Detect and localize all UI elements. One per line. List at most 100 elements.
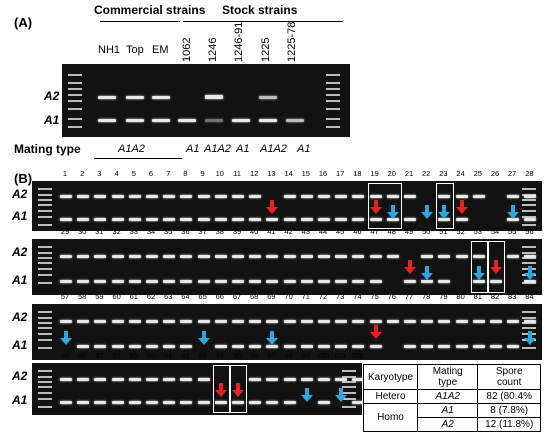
band-a1 <box>369 345 382 348</box>
band-a2 <box>283 195 296 198</box>
lane-number: 61 <box>129 292 138 301</box>
lane-number: 54 <box>490 227 500 236</box>
band-a1 <box>94 401 107 404</box>
lane-number: 66 <box>215 292 224 301</box>
band-a1 <box>455 345 468 348</box>
lane-number: 88 <box>112 351 121 360</box>
red-arrow-icon <box>369 200 382 214</box>
lane-number: 98 <box>284 351 293 360</box>
commercial-strains-header: Commercial strains <box>94 3 206 17</box>
band-a1 <box>472 345 485 348</box>
band-a1 <box>180 280 193 283</box>
panel-b-row-a1: A1 <box>12 209 28 223</box>
band-a1 <box>214 218 227 221</box>
band-a2 <box>94 255 107 258</box>
lane-number: 62 <box>146 292 156 301</box>
band-a1 <box>214 280 227 283</box>
lane-number: 60 <box>112 292 121 301</box>
band-a2 <box>438 195 451 198</box>
lane-number: 50 <box>422 227 431 236</box>
cell-mating: A2 <box>417 417 479 432</box>
band-a2 <box>472 255 485 258</box>
lane-number: 82 <box>490 292 500 301</box>
band-a1 <box>163 401 176 404</box>
lane-number: 101 <box>333 351 347 360</box>
red-arrow-icon <box>490 260 502 274</box>
band-a2 <box>524 320 537 323</box>
band-a1 <box>490 345 502 348</box>
cell-karyotype: Hetero <box>362 389 419 404</box>
strain-1062: 1062 <box>181 37 193 62</box>
lane-number: 81 <box>473 292 482 301</box>
lane-number: 72 <box>318 292 328 301</box>
lane-number: 80 <box>456 292 465 301</box>
lane-number: 24 <box>456 169 465 178</box>
lane-number: 69 <box>267 292 276 301</box>
lane-number: 40 <box>250 227 259 236</box>
band-a1 <box>249 280 262 283</box>
band-a2 <box>369 195 382 198</box>
lane-number: 33 <box>129 227 138 236</box>
blue-arrow-icon <box>386 205 399 219</box>
lane-highlight-box <box>212 365 230 413</box>
band-a2 <box>249 195 262 198</box>
band-a2 <box>232 320 244 323</box>
lane-number: 26 <box>490 169 500 178</box>
blue-arrow-icon <box>266 331 279 345</box>
band-a2 <box>472 195 485 198</box>
band-a1 <box>249 401 262 404</box>
band-a2 <box>507 255 520 258</box>
band-a2 <box>77 195 90 198</box>
lane-number: 55 <box>508 227 517 236</box>
band-a1 <box>180 218 193 221</box>
band-a1 <box>283 280 296 283</box>
mating-type-label: Mating type <box>14 142 81 156</box>
band-a1 <box>60 218 72 221</box>
band-a2 <box>472 320 485 323</box>
band-a2-em <box>152 96 170 99</box>
lane-number: 14 <box>284 169 293 178</box>
band-a1 <box>214 401 227 404</box>
ladder-left <box>38 307 52 357</box>
lane-number: 18 <box>353 169 362 178</box>
blue-arrow-icon <box>524 266 537 280</box>
band-a1 <box>197 280 210 283</box>
band-a2 <box>60 378 72 381</box>
lane-number: 41 <box>267 227 276 236</box>
band-a2 <box>266 255 279 258</box>
band-a1 <box>438 345 451 348</box>
band-a1 <box>146 345 158 348</box>
strain-1225-78: 1225-78 <box>286 21 298 62</box>
band-a2 <box>524 255 537 258</box>
lane-number: 51 <box>439 227 448 236</box>
lane-number: 84 <box>525 292 534 301</box>
band-a1 <box>214 345 227 348</box>
band-a2 <box>318 195 330 198</box>
band-a1 <box>318 345 330 348</box>
band-a1 <box>283 345 296 348</box>
band-a1 <box>283 218 296 221</box>
lane-number: 68 <box>250 292 259 301</box>
band-a2 <box>300 195 313 198</box>
mating-commercial-line <box>94 158 182 159</box>
mating-1225-78: A1 <box>297 143 311 155</box>
red-arrow-icon <box>455 200 468 214</box>
band-a2 <box>180 195 193 198</box>
lane-number: 58 <box>78 292 87 301</box>
lane-number: 70 <box>284 292 293 301</box>
gel-strip <box>32 181 542 231</box>
band-a2 <box>352 320 365 323</box>
lane-number: 71 <box>301 292 310 301</box>
band-a2 <box>232 255 244 258</box>
blue-arrow-icon <box>438 205 451 219</box>
band-a1 <box>163 345 176 348</box>
band-a2 <box>369 320 382 323</box>
band-a1 <box>318 218 330 221</box>
band-a2 <box>386 195 399 198</box>
strain-nh1: NH1 <box>98 44 121 56</box>
red-arrow-icon <box>404 260 416 274</box>
lane-number: 97 <box>267 351 276 360</box>
lane-number: 46 <box>353 227 362 236</box>
lane-number: 11 <box>233 169 241 178</box>
band-a2 <box>421 255 434 258</box>
